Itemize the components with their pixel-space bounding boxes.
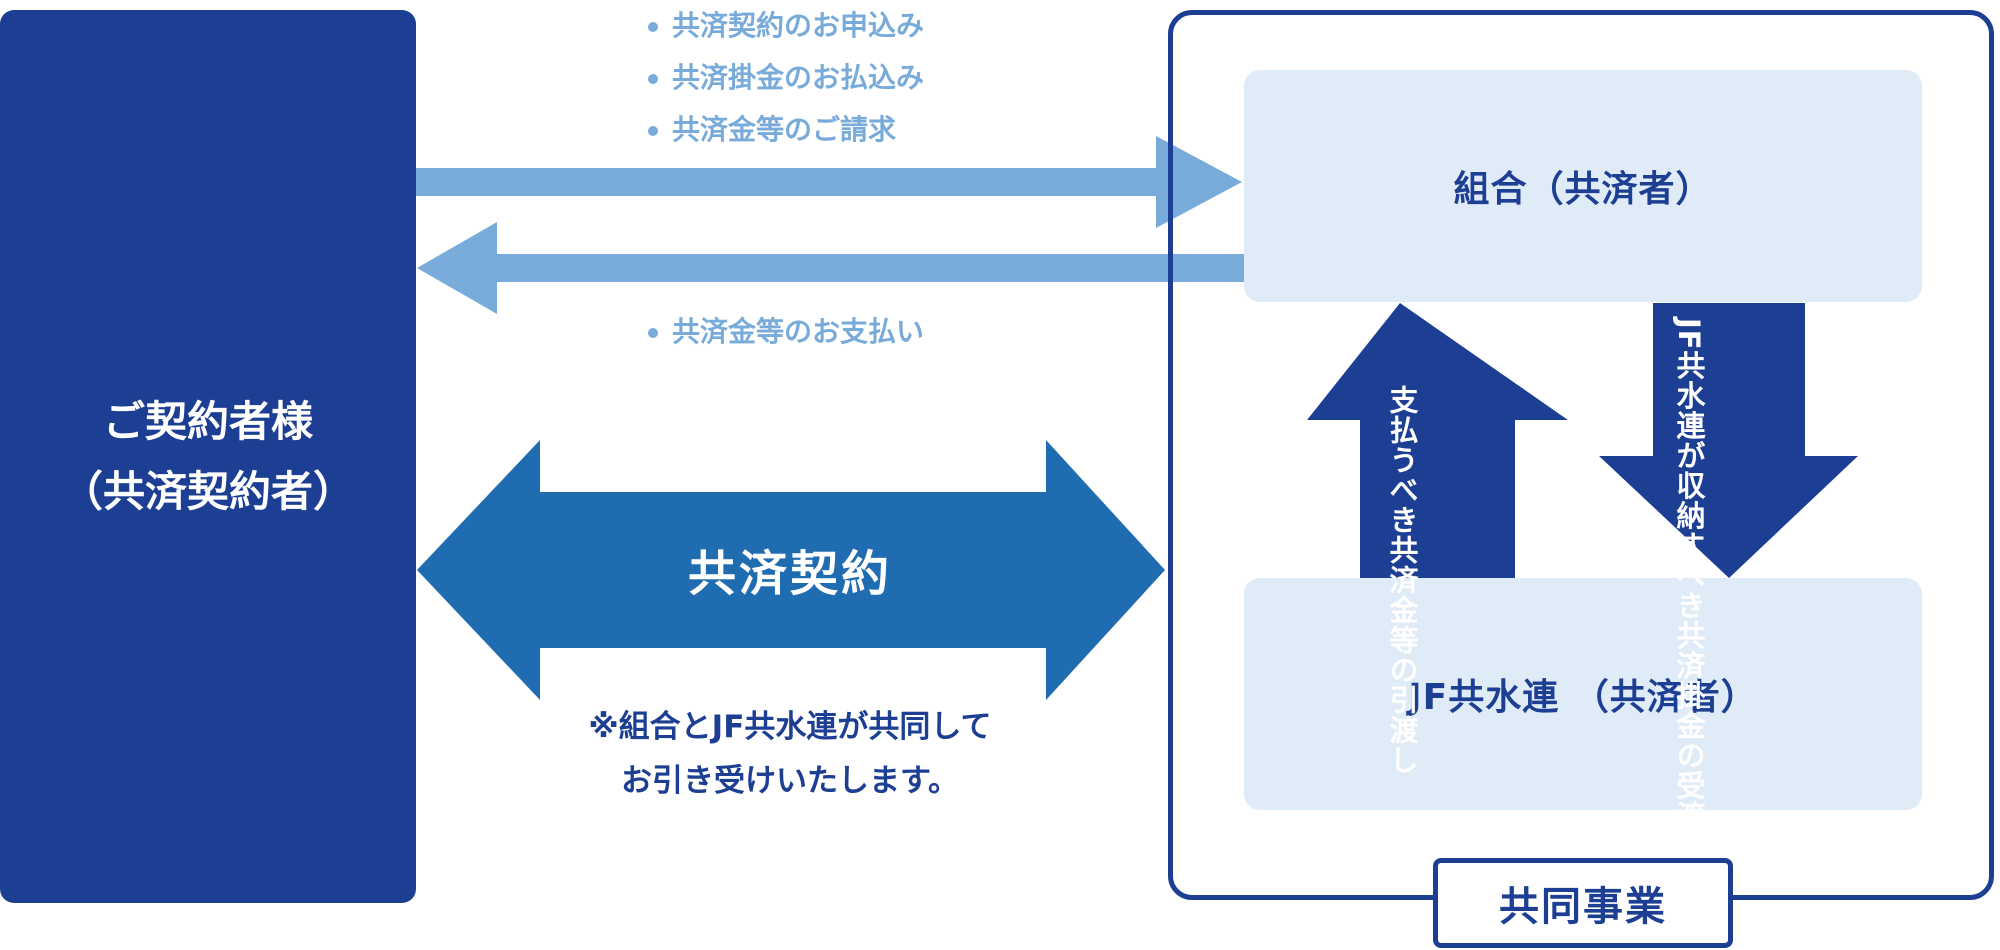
contract-double-arrow [417,440,1165,700]
application-items: 共済契約のお申込み 共済掛金のお払込み 共済金等のご請求 [648,0,924,156]
payment-items: 共済金等のお支払い [648,306,924,358]
customer-box: ご契約者様 （共済契約者） [0,10,416,903]
kumiai-box: 組合（共済者） [1244,70,1922,302]
up-arrow-text: 支払うべき共済金等の引渡し [1385,385,1419,775]
bullet-icon [648,328,658,338]
customer-subtitle: （共済契約者） [60,466,355,516]
list-item: 共済掛金のお払込み [648,52,924,104]
customer-title: ご契約者様 [102,396,313,446]
jf-label: JF共水連 （共済者） [1408,677,1758,718]
up-arrow [1307,303,1568,578]
joint-business-label: 共同事業 [1433,858,1733,948]
contract-note-line1: ※組合とJF共水連が共同して [588,709,992,745]
bullet-icon [648,22,658,32]
kumiai-label: 組合（共済者） [1453,169,1713,210]
contract-note: ※組合とJF共水連が共同して お引き受けいたします。 [530,700,1050,808]
list-item: 共済契約のお申込み [648,0,924,52]
jf-box: JF共水連 （共済者） [1244,578,1922,810]
down-arrow [1599,303,1858,578]
list-item: 共済金等のご請求 [648,104,924,156]
arrow-to-customer [417,222,1244,314]
contract-note-line2: お引き受けいたします。 [621,763,959,799]
list-item: 共済金等のお支払い [648,306,924,358]
contract-label: 共済契約 [687,546,892,602]
bullet-icon [648,74,658,84]
bullet-icon [648,126,658,136]
down-arrow-text: JF共水連が収納すべき共済掛金の受渡し [1672,318,1706,861]
arrow-to-kumiai [416,136,1242,228]
